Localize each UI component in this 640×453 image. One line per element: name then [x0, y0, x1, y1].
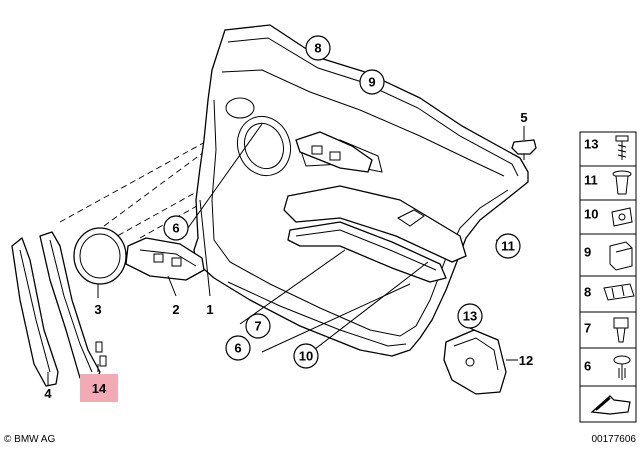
callout-7-circle [245, 313, 271, 339]
callout-10-circle [293, 343, 319, 369]
hardware-8-number: 8 [584, 285, 591, 300]
hardware-7-number: 7 [584, 321, 591, 336]
lower-bracket-12 [443, 329, 507, 395]
callout-3: 3 [94, 302, 101, 317]
callout-13: 13 [463, 309, 477, 324]
callout-2: 2 [172, 302, 179, 317]
callout-13-circle [457, 303, 483, 329]
diagram-code: 00177606 [592, 434, 637, 445]
inner-handle-bracket [125, 131, 373, 281]
callout-11-circle [495, 233, 521, 259]
callout-8: 8 [314, 41, 321, 56]
callout-8-circle [305, 35, 331, 61]
highlight-box [80, 374, 118, 402]
expanding-rivet-icon [612, 170, 632, 195]
door-trim-panel [193, 24, 529, 357]
hardware-6-number: 6 [584, 359, 591, 374]
hardware-9-number: 9 [584, 245, 591, 260]
callout-9: 9 [368, 75, 375, 90]
callout-5: 5 [520, 110, 527, 125]
push-rivet-icon [613, 355, 631, 380]
retaining-strip-icon [603, 283, 635, 301]
hardware-10-number: 10 [584, 207, 598, 222]
hardware-13-number: 13 [584, 137, 598, 152]
callout-9-circle [359, 69, 385, 95]
speaker-cover [73, 115, 291, 285]
copyright-label: © BMW AG [4, 434, 55, 445]
callout-4: 4 [44, 386, 52, 401]
hardware-table: 13 11 10 9 8 [579, 131, 637, 423]
plug-clip-icon [613, 317, 629, 343]
callout-10: 10 [299, 349, 313, 364]
callout-7: 7 [254, 319, 261, 334]
direction-arrow-icon [590, 395, 631, 415]
callout-1: 1 [206, 302, 213, 317]
callout-6b: 6 [234, 341, 241, 356]
callout-6a: 6 [172, 221, 179, 236]
callout-labels: 8 9 5 6 11 3 2 1 13 7 6 10 12 4 14 [44, 35, 533, 402]
callout-11: 11 [501, 239, 515, 254]
callout-6a-circle [163, 215, 189, 241]
callout-14: 14 [92, 381, 107, 396]
pillar-trim-strips [11, 231, 107, 387]
clip-5 [511, 139, 537, 160]
hardware-11-number: 11 [584, 173, 598, 188]
screw-icon [615, 135, 629, 160]
clip-nut-icon [611, 207, 633, 227]
square-clip-icon [609, 241, 633, 271]
callout-6b-circle [225, 335, 251, 361]
callout-12: 12 [519, 353, 533, 368]
